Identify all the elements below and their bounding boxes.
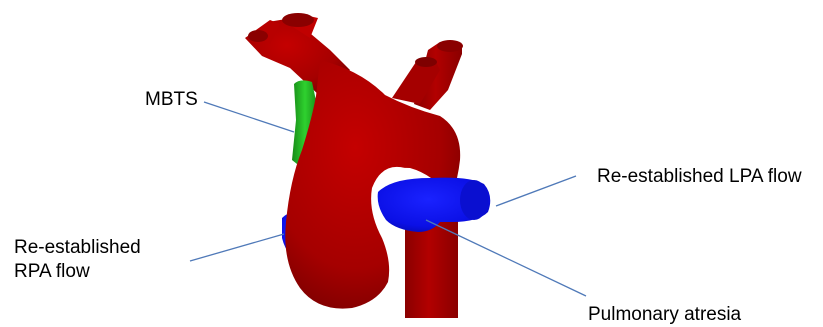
left-branch-vessels [392,40,463,110]
leader-line-mbts [204,102,294,132]
label-rpa-line1: Re-established [14,236,141,260]
leader-line-rpa [190,234,284,261]
label-mbts: MBTS [145,88,198,112]
leader-line-lpa [496,176,576,206]
label-rpa-line2: RPA flow [14,260,141,284]
label-rpa: Re-established RPA flow [14,236,141,284]
label-pulmonary-atresia: Pulmonary atresia [588,303,741,327]
label-lpa: Re-established LPA flow [597,165,802,189]
